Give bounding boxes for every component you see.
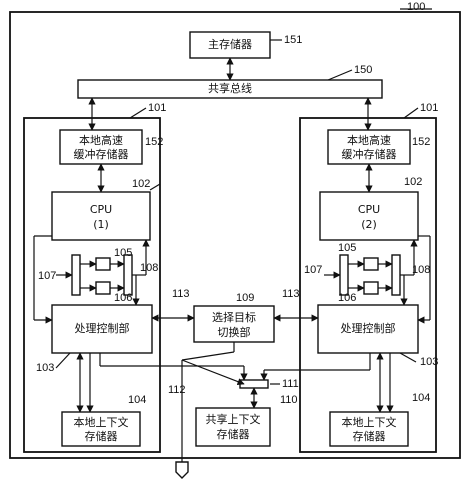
reg-106-right <box>363 281 379 295</box>
ref-105-left: 105 <box>114 247 132 259</box>
svg-text:共享上下文: 共享上下文 <box>206 412 261 426</box>
ref-113-left: 113 <box>172 288 190 300</box>
ref-101-left: 101 <box>148 102 166 114</box>
mux-right-a <box>339 254 349 296</box>
svg-text:本地上下文: 本地上下文 <box>74 415 129 429</box>
ref-104-left: 104 <box>128 394 146 406</box>
svg-text:本地高速: 本地高速 <box>79 133 123 147</box>
cpu2-box <box>319 191 419 241</box>
ref-152-left: 152 <box>145 136 163 148</box>
proc-control-left <box>51 304 153 354</box>
mux-right-b <box>391 254 401 296</box>
reg-105-right <box>363 257 379 271</box>
ref-105-right: 105 <box>338 242 356 254</box>
cpu1-box <box>51 191 151 241</box>
svg-text:切换部: 切换部 <box>218 325 251 339</box>
svg-text:选择目标: 选择目标 <box>212 310 256 324</box>
ref-102-left: 102 <box>132 178 150 190</box>
ref-150: 150 <box>354 64 372 76</box>
reg-105-left <box>95 257 111 271</box>
ref-109: 109 <box>236 292 254 304</box>
main-memory-label: 主存储器 <box>208 37 252 51</box>
ref-108-right: 108 <box>412 264 430 276</box>
ref-103-left: 103 <box>36 362 54 374</box>
ref-110: 110 <box>280 394 298 406</box>
svg-text:本地高速: 本地高速 <box>347 133 391 147</box>
shared-bus <box>77 79 383 99</box>
svg-text:存储器: 存储器 <box>85 429 118 443</box>
ref-152-right: 152 <box>412 136 430 148</box>
svg-text:CPU: CPU <box>90 203 112 216</box>
ref-100: 100 <box>407 1 425 13</box>
ref-106-left: 106 <box>114 292 132 304</box>
shared-context-box <box>195 407 271 447</box>
svg-text:(1): (1) <box>93 218 109 231</box>
ref-108-left: 108 <box>140 262 158 274</box>
proc-control-right-label: 处理控制部 <box>341 321 396 335</box>
proc-control-left-label: 处理控制部 <box>75 321 130 335</box>
ref-113-right: 113 <box>282 288 300 300</box>
local-cache-right <box>327 129 411 165</box>
mux-left-b <box>123 254 133 296</box>
ref-101-right: 101 <box>420 102 438 114</box>
ref-111: 111 <box>282 378 299 390</box>
local-context-right <box>329 411 409 447</box>
svg-text:存储器: 存储器 <box>353 429 386 443</box>
ref-112: 112 <box>168 384 186 396</box>
system-frame <box>9 11 461 459</box>
svg-text:CPU: CPU <box>358 203 380 216</box>
ref-102-right: 102 <box>404 176 422 188</box>
svg-text:缓冲存储器: 缓冲存储器 <box>74 147 129 161</box>
local-context-left <box>61 411 141 447</box>
svg-text:存储器: 存储器 <box>217 427 250 441</box>
main-memory-box <box>189 31 271 59</box>
ref-107-right: 107 <box>304 264 322 276</box>
svg-text:本地上下文: 本地上下文 <box>342 415 397 429</box>
ref-107-left: 107 <box>38 270 56 282</box>
ref-151: 151 <box>284 34 302 46</box>
proc-control-right <box>317 304 419 354</box>
mux-left-a <box>71 254 81 296</box>
ref-103-right: 103 <box>420 356 438 368</box>
connector-112 <box>175 461 189 479</box>
selector-111 <box>239 379 269 389</box>
reg-106-left <box>95 281 111 295</box>
svg-text:缓冲存储器: 缓冲存储器 <box>342 147 397 161</box>
svg-text:(2): (2) <box>361 218 377 231</box>
shared-bus-label: 共享总线 <box>208 81 252 95</box>
ref-104-right: 104 <box>412 392 430 404</box>
ref-106-right: 106 <box>338 292 356 304</box>
